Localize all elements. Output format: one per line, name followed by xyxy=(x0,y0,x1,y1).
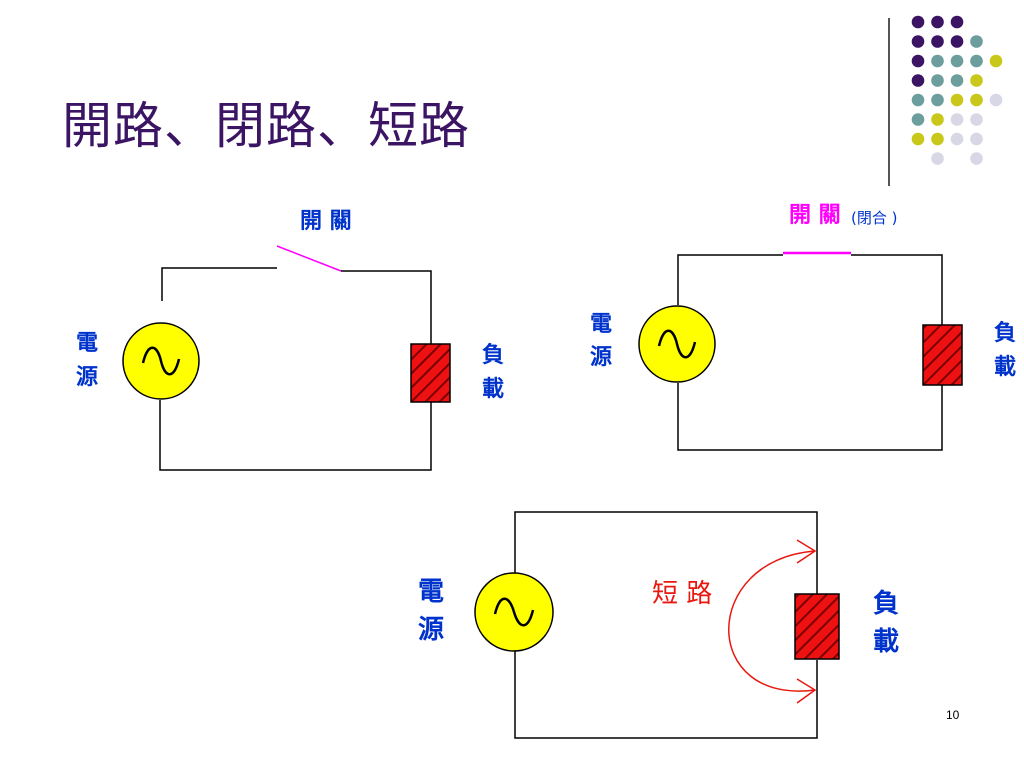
decoration-dot xyxy=(931,152,944,165)
open-switch-label: 開 關 xyxy=(300,209,352,234)
open-circuit-bottom-wire xyxy=(159,400,432,471)
open-load-label-1: 負 xyxy=(482,342,504,368)
short-load-label-2: 載 xyxy=(873,627,899,657)
decoration-dot xyxy=(989,93,1003,107)
open-circuit-top-right-wire xyxy=(341,270,432,344)
short-circuit-source-sine-icon xyxy=(493,597,535,627)
decoration-dot xyxy=(911,74,925,87)
closed-circuit-top-right-wire xyxy=(851,254,943,325)
decoration-dot xyxy=(950,15,964,29)
decoration-dot xyxy=(931,74,944,87)
decoration-dot xyxy=(911,54,925,68)
closed-load-label-2: 載 xyxy=(994,354,1016,380)
open-circuit-load xyxy=(410,343,451,403)
closed-circuit-diagram: 開 關 (閉合 ) 電 源 負 載 xyxy=(590,203,1016,451)
closed-circuit-top-left-wire xyxy=(677,254,783,305)
closed-source-label-1: 電 xyxy=(590,312,612,337)
short-source-label-1: 電 xyxy=(418,577,444,607)
decoration-dot xyxy=(970,152,983,165)
short-circuit-load xyxy=(794,593,840,660)
decoration-dot xyxy=(970,35,983,48)
decoration-dot xyxy=(931,54,944,68)
decoration-dot xyxy=(950,54,964,68)
open-source-label-1: 電 xyxy=(76,331,98,356)
decoration-dot xyxy=(970,132,983,146)
decoration-dot xyxy=(931,93,944,107)
short-circuit-diagram: 短 路 電 源 負 載 xyxy=(418,511,899,739)
closed-load-label-1: 負 xyxy=(994,320,1016,346)
open-switch-blade xyxy=(276,245,342,272)
decoration-dot xyxy=(989,54,1003,68)
short-arrow-top-icon xyxy=(796,539,817,564)
decoration-dot xyxy=(911,93,925,107)
open-source-label-2: 源 xyxy=(76,365,98,390)
decoration-dot xyxy=(950,93,964,107)
page-number: 10 xyxy=(946,708,960,722)
decoration-dot xyxy=(931,132,944,146)
decoration-dot xyxy=(911,15,925,29)
short-source-label-2: 源 xyxy=(418,615,444,645)
short-circuit-arc xyxy=(728,550,816,692)
short-load-label-1: 負 xyxy=(873,589,899,619)
closed-circuit-source-sine-icon xyxy=(657,329,697,359)
slide-title: 開路、閉路、短路 xyxy=(62,97,470,155)
decoration-dot xyxy=(950,113,964,126)
decoration-dot xyxy=(970,74,983,87)
short-circuit-top-wire xyxy=(514,511,818,594)
decoration-dot xyxy=(950,74,964,87)
open-circuit-top-left-wire xyxy=(161,267,277,301)
open-circuit-source-sine-icon xyxy=(141,346,181,376)
decoration-dot xyxy=(970,54,983,68)
closed-circuit-bottom-wire xyxy=(677,383,943,451)
short-label: 短 路 xyxy=(652,579,712,609)
title-divider xyxy=(888,18,890,186)
decoration-dot xyxy=(931,35,944,48)
decoration-dot xyxy=(970,93,983,107)
decoration-dot xyxy=(950,35,964,48)
closed-switch-note: (閉合 ) xyxy=(851,209,897,227)
decoration-dot xyxy=(911,35,925,48)
open-circuit-diagram: 開 關 電 源 負 載 xyxy=(76,209,504,471)
closed-source-label-2: 源 xyxy=(590,345,612,370)
decoration-dot xyxy=(911,113,925,126)
decoration-dot xyxy=(950,132,964,146)
decoration-dot xyxy=(970,113,983,126)
decoration-dot xyxy=(931,113,944,126)
closed-switch-label: 開 關 xyxy=(789,203,841,228)
closed-circuit-load xyxy=(922,324,963,386)
short-arrow-bottom-icon xyxy=(796,678,817,704)
decoration-dots xyxy=(911,15,1003,165)
decoration-dot xyxy=(931,15,944,29)
open-load-label-2: 載 xyxy=(482,376,504,402)
decoration-dot xyxy=(911,132,925,146)
short-circuit-bottom-wire xyxy=(514,650,818,739)
